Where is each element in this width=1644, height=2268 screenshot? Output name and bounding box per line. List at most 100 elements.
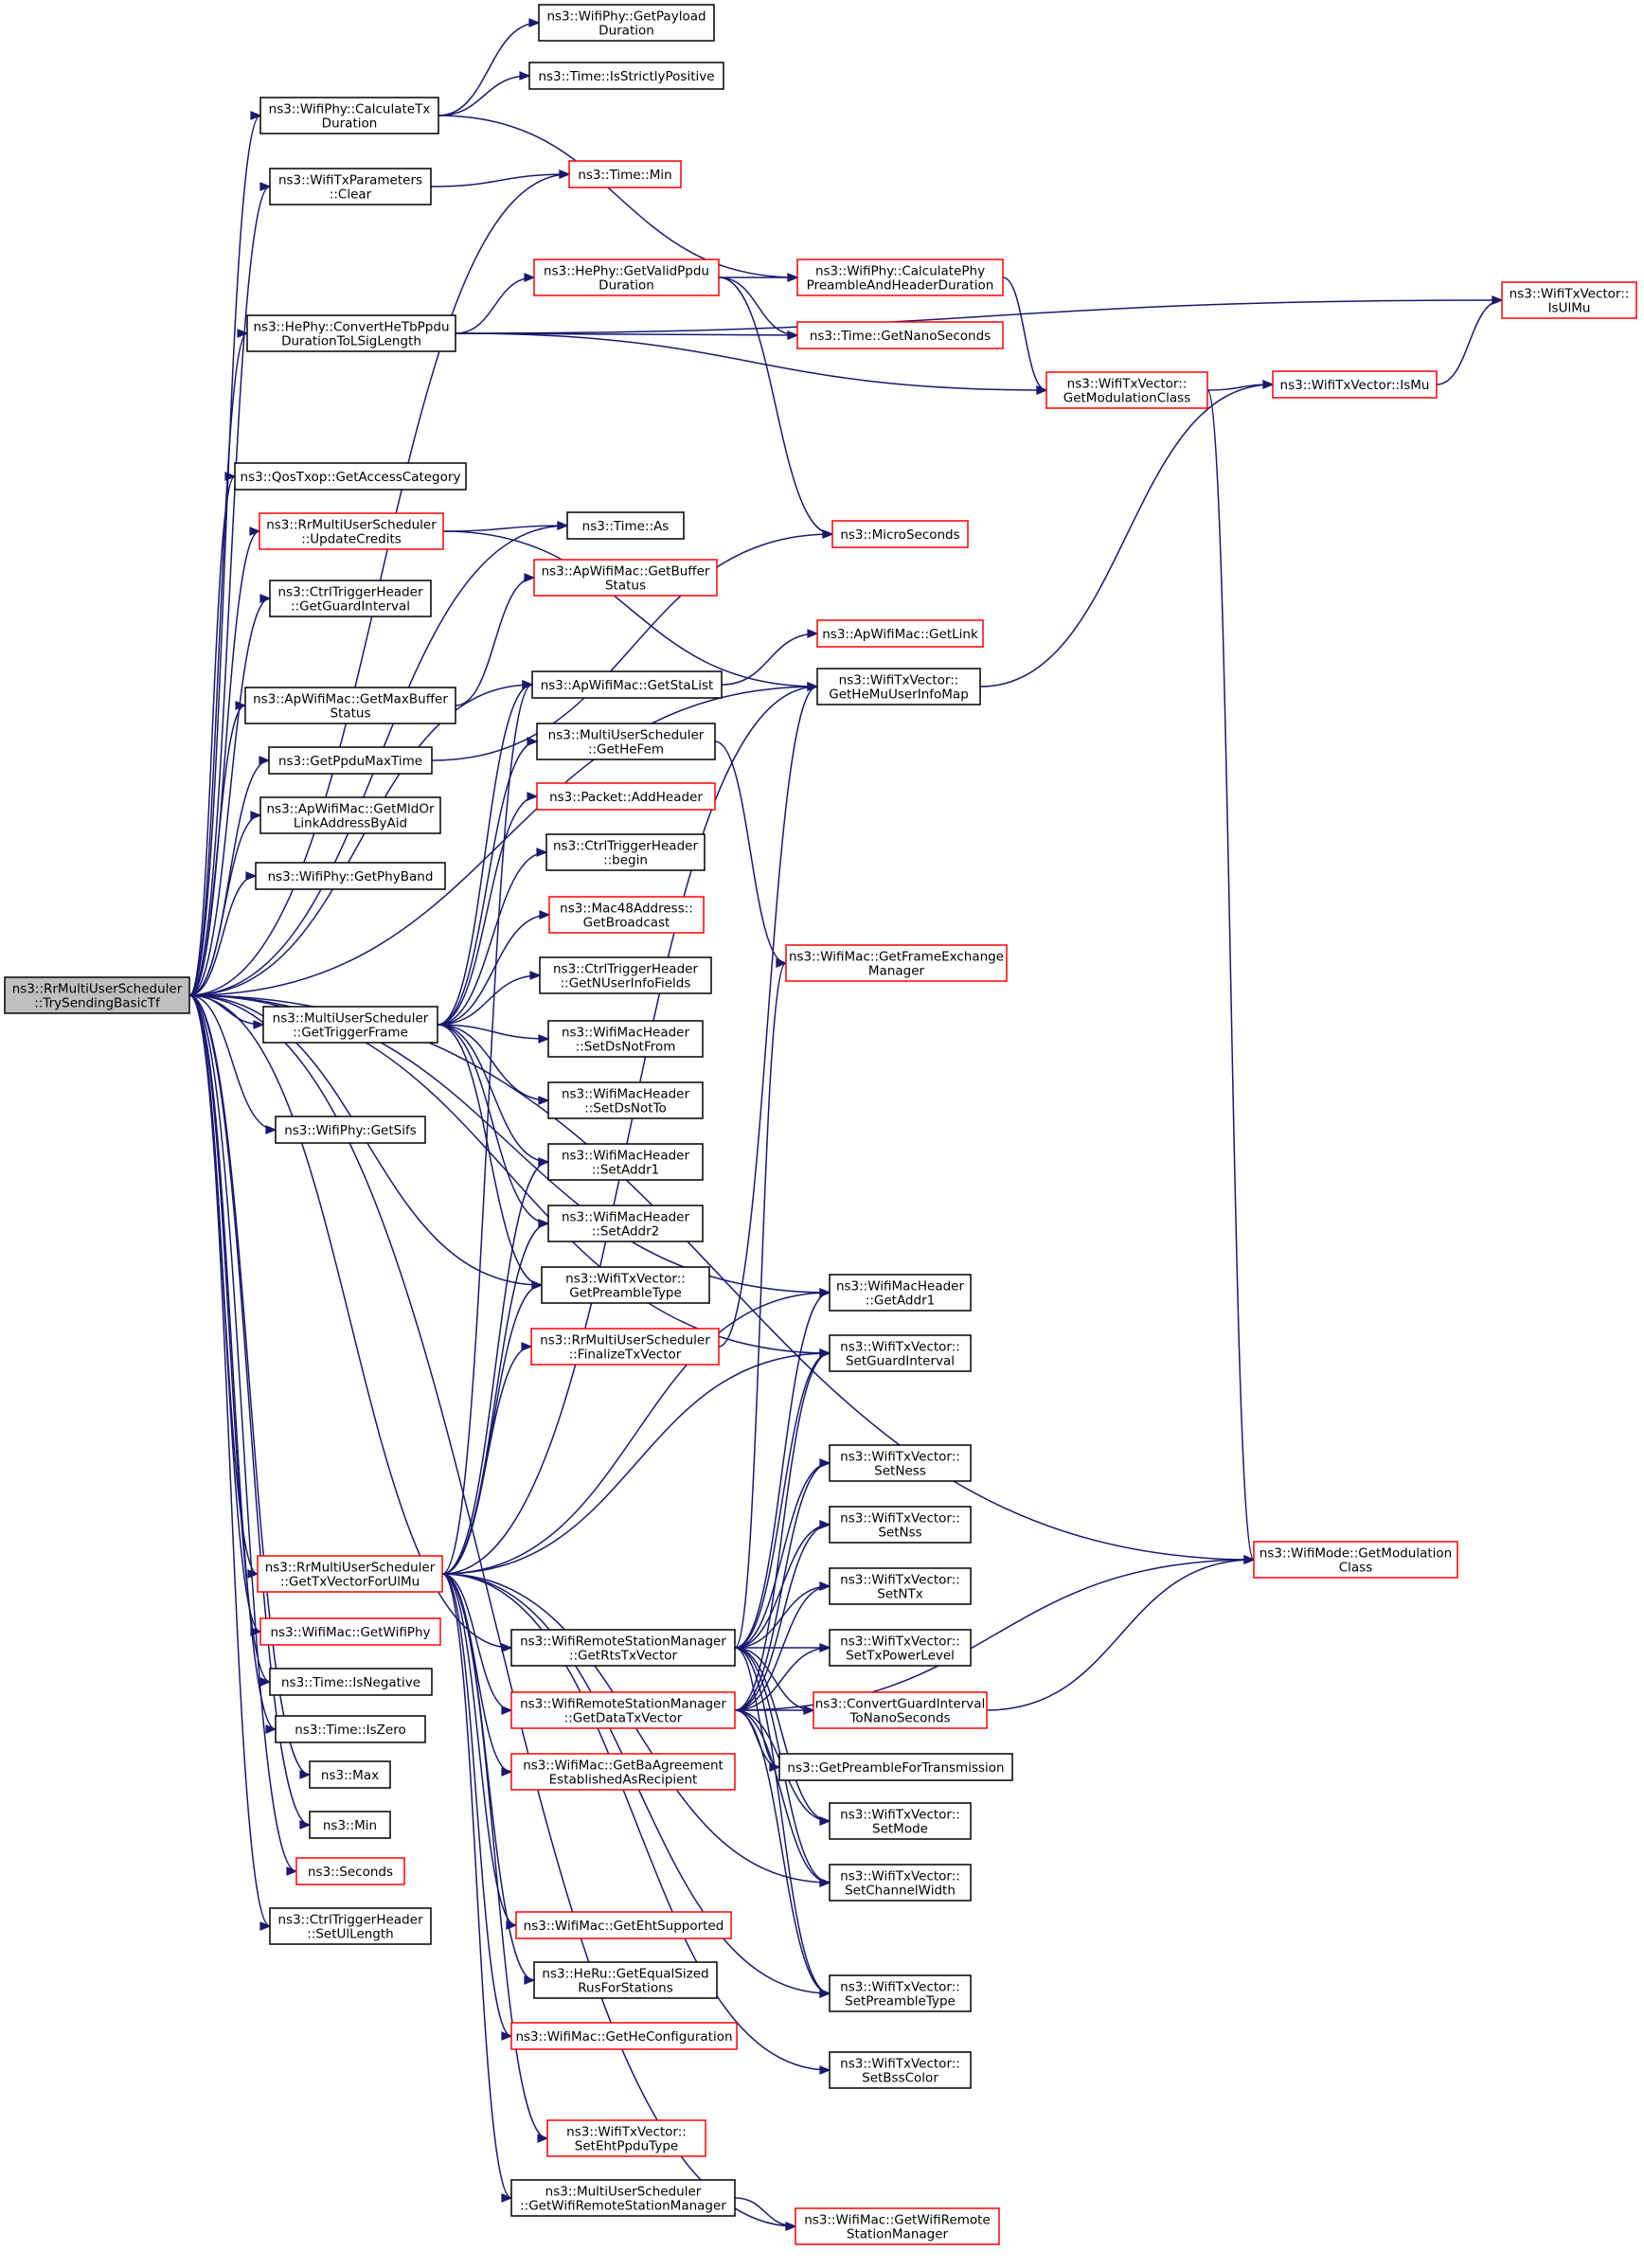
- node-getModClassTx[interactable]: ns3::WifiTxVector::GetModulationClass: [1045, 371, 1208, 409]
- node-getStaList[interactable]: ns3::ApWifiMac::GetStaList: [531, 670, 723, 699]
- node-root[interactable]: ns3::RrMultiUserScheduler::TrySendingBas…: [4, 976, 190, 1014]
- node-getLink[interactable]: ns3::ApWifiMac::GetLink: [816, 619, 984, 648]
- node-getBaAgree[interactable]: ns3::WifiMac::GetBaAgreementEstablishedA…: [510, 1753, 736, 1791]
- node-setEhtPpdu[interactable]: ns3::WifiTxVector::SetEhtPpduType: [546, 2119, 706, 2157]
- node-setNss[interactable]: ns3::WifiTxVector::SetNss: [829, 1506, 972, 1544]
- node-getPhyBand[interactable]: ns3::WifiPhy::GetPhyBand: [255, 862, 446, 890]
- node-setGuardInt[interactable]: ns3::WifiTxVector::SetGuardInterval: [829, 1334, 972, 1372]
- node-label: ns3::MultiUserScheduler: [545, 2185, 702, 2200]
- node-getTriggerFrame[interactable]: ns3::MultiUserScheduler::GetTriggerFrame: [262, 1006, 438, 1044]
- node-addHeader[interactable]: ns3::Packet::AddHeader: [536, 782, 716, 811]
- node-setMode[interactable]: ns3::WifiTxVector::SetMode: [829, 1802, 972, 1840]
- node-box: [795, 2207, 1000, 2245]
- node-txParamsClear[interactable]: ns3::WifiTxParameters::Clear: [269, 168, 432, 205]
- node-setAddr1[interactable]: ns3::WifiMacHeader::SetAddr1: [547, 1143, 704, 1181]
- node-updateCredits[interactable]: ns3::RrMultiUserScheduler::UpdateCredits: [259, 512, 444, 550]
- node-setDsNotTo[interactable]: ns3::WifiMacHeader::SetDsNotTo: [547, 1081, 704, 1119]
- node-timeIsZero[interactable]: ns3::Time::IsZero: [275, 1715, 426, 1743]
- node-seconds[interactable]: ns3::Seconds: [295, 1857, 405, 1885]
- node-timeIsNeg[interactable]: ns3::Time::IsNegative: [269, 1668, 433, 1696]
- node-label: ::SetAddr1: [592, 1163, 660, 1178]
- node-isUlMu[interactable]: ns3::WifiTxVector::IsUlMu: [1501, 281, 1637, 319]
- node-ctrlGuard[interactable]: ns3::CtrlTriggerHeader::GetGuardInterval: [269, 580, 432, 617]
- node-setAddr2[interactable]: ns3::WifiMacHeader::SetAddr2: [547, 1205, 704, 1242]
- call-edge: [438, 115, 798, 278]
- node-getNanoSeconds[interactable]: ns3::Time::GetNanoSeconds: [796, 321, 1004, 349]
- node-box: [257, 1555, 443, 1593]
- node-getDataTxVec[interactable]: ns3::WifiRemoteStationManager::GetDataTx…: [510, 1691, 736, 1729]
- node-label: ns3::RrMultiUserScheduler: [266, 518, 437, 533]
- node-isMu[interactable]: ns3::WifiTxVector::IsMu: [1272, 370, 1438, 399]
- node-max[interactable]: ns3::Max: [309, 1760, 391, 1789]
- node-setPreambleType[interactable]: ns3::WifiTxVector::SetPreambleType: [829, 1974, 972, 2012]
- node-getAddr1[interactable]: ns3::WifiMacHeader::GetAddr1: [829, 1274, 972, 1312]
- node-min[interactable]: ns3::Min: [309, 1811, 391, 1839]
- call-edge: [734, 1524, 831, 1711]
- node-box: [796, 259, 1004, 296]
- node-setDsNotFrom[interactable]: ns3::WifiMacHeader::SetDsNotFrom: [547, 1020, 704, 1058]
- node-getTxVecUlMu[interactable]: ns3::RrMultiUserScheduler::GetTxVectorFo…: [257, 1555, 443, 1593]
- call-edge: [188, 705, 246, 996]
- node-label: ns3::Seconds: [308, 1865, 393, 1880]
- node-calcPhyPreamble[interactable]: ns3::WifiPhy::CalculatePhyPreambleAndHea…: [796, 259, 1004, 296]
- node-setChanWidth[interactable]: ns3::WifiTxVector::SetChannelWidth: [829, 1864, 972, 1902]
- node-getWifiPhy[interactable]: ns3::WifiMac::GetWifiPhy: [259, 1617, 441, 1646]
- node-setUlLength[interactable]: ns3::CtrlTriggerHeader::SetUlLength: [269, 1907, 432, 1945]
- node-getEht[interactable]: ns3::WifiMac::GetEhtSupported: [515, 1911, 732, 1939]
- node-timeMin[interactable]: ns3::Time::Min: [568, 160, 682, 188]
- node-getRtsTxVec[interactable]: ns3::WifiRemoteStationManager::GetRtsTxV…: [510, 1629, 736, 1667]
- node-finalizeTxVec[interactable]: ns3::RrMultiUserScheduler::FinalizeTxVec…: [530, 1328, 720, 1366]
- edge-arrowhead: [521, 1342, 533, 1351]
- node-microSeconds[interactable]: ns3::MicroSeconds: [831, 520, 969, 548]
- edge-arrowhead: [538, 1034, 550, 1044]
- node-label: ns3::WifiTxVector::: [1067, 377, 1188, 392]
- node-getAccessCat[interactable]: ns3::QosTxop::GetAccessCategory: [234, 462, 467, 491]
- node-getSifs[interactable]: ns3::WifiPhy::GetSifs: [275, 1116, 426, 1144]
- node-getPreambleTx[interactable]: ns3::GetPreambleForTransmission: [778, 1753, 1013, 1781]
- node-getHeConfig[interactable]: ns3::WifiMac::GetHeConfiguration: [510, 2022, 738, 2050]
- edge-arrowhead: [1492, 295, 1504, 305]
- node-label: ns3::WifiMacHeader: [562, 1026, 690, 1041]
- node-label: ::GetWifiRemoteStationManager: [520, 2199, 726, 2214]
- node-label: ns3::WifiMacHeader: [562, 1087, 690, 1102]
- call-edge: [441, 1573, 548, 2139]
- node-getWrsmMac[interactable]: ns3::WifiMac::GetWifiRemoteStationManage…: [795, 2207, 1000, 2245]
- node-timeAs[interactable]: ns3::Time::As: [566, 511, 685, 540]
- node-box: [829, 1974, 972, 2012]
- node-setTxPower[interactable]: ns3::WifiTxVector::SetTxPowerLevel: [829, 1629, 972, 1667]
- node-box: [259, 796, 441, 834]
- node-getHeMuUserInfo[interactable]: ns3::WifiTxVector::GetHeMuUserInfoMap: [816, 668, 981, 705]
- call-edge: [441, 1292, 831, 1575]
- node-label: ns3::WifiTxVector::: [840, 1634, 960, 1650]
- node-convertHeTb[interactable]: ns3::HePhy::ConvertHeTbPpduDurationToLSi…: [246, 314, 456, 352]
- node-getNUserInfo[interactable]: ns3::CtrlTriggerHeader::GetNUserInfoFiel…: [539, 956, 712, 994]
- node-getBroadcast[interactable]: ns3::Mac48Address::GetBroadcast: [548, 896, 705, 934]
- node-ctrlBegin[interactable]: ns3::CtrlTriggerHeader::begin: [545, 833, 706, 871]
- node-getHeFem[interactable]: ns3::MultiUserScheduler::GetHeFem: [536, 723, 716, 760]
- node-box: [262, 1006, 438, 1044]
- node-getPpduMaxTime[interactable]: ns3::GetPpduMaxTime: [268, 746, 433, 775]
- node-box: [531, 670, 723, 699]
- node-label: ns3::Time::IsZero: [295, 1723, 406, 1738]
- node-getWrsm[interactable]: ns3::MultiUserScheduler::GetWifiRemoteSt…: [510, 2179, 736, 2217]
- edge-arrowhead: [1243, 1555, 1256, 1564]
- node-setNess[interactable]: ns3::WifiTxVector::SetNess: [829, 1444, 972, 1482]
- node-isStrictlyPos[interactable]: ns3::Time::IsStrictlyPositive: [528, 62, 724, 90]
- node-label: ns3::WifiTxVector::: [566, 2125, 687, 2140]
- node-getPreambleType[interactable]: ns3::WifiTxVector::GetPreambleType: [541, 1266, 710, 1304]
- node-box: [268, 746, 433, 775]
- edge-arrowhead: [819, 2065, 831, 2075]
- node-getModClassMode[interactable]: ns3::WifiMode::GetModulationClass: [1253, 1541, 1458, 1579]
- node-setNTx[interactable]: ns3::WifiTxVector::SetNTx: [829, 1567, 972, 1605]
- edge-arrowhead: [822, 529, 834, 539]
- node-setBssColor[interactable]: ns3::WifiTxVector::SetBssColor: [829, 2051, 972, 2089]
